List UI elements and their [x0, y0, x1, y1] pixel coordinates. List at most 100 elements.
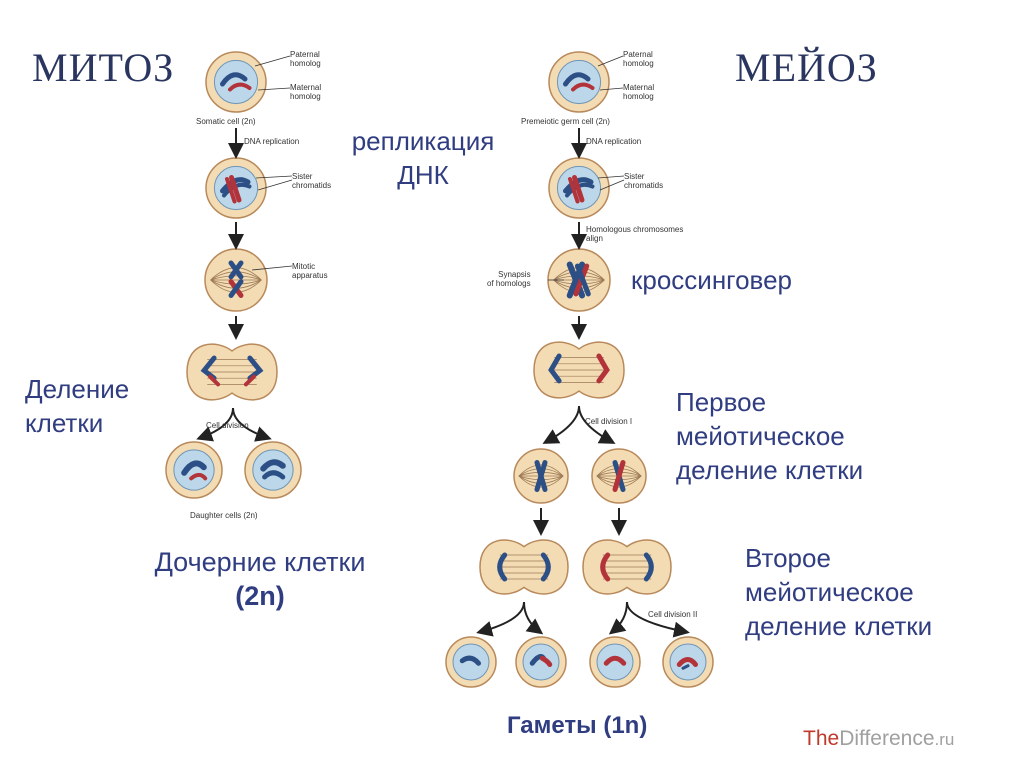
leader-line — [254, 55, 291, 67]
label-line: Sister — [624, 172, 645, 181]
chromosome — [540, 552, 551, 582]
first-meiotic-line2: мейотическое — [676, 421, 845, 451]
label-line: chromatids — [624, 181, 664, 190]
replication-label-line2: ДНК — [397, 160, 449, 190]
spindle-fiber — [518, 464, 564, 477]
spindle-fiber — [518, 475, 564, 488]
leader-line — [599, 179, 625, 191]
label-line: Homologous chromosomes — [586, 225, 684, 234]
metaphase-cell-mitosis — [204, 248, 268, 312]
synapsis-label: Synapsis of homologs — [487, 270, 531, 288]
meiosis-2-cell-left — [513, 448, 569, 504]
label-line: of homologs — [487, 279, 531, 288]
daughter-cells-2n-label: Daughter cells (2n) — [190, 511, 258, 520]
chromosome — [612, 460, 626, 492]
chromosome — [220, 177, 251, 194]
chromosome — [262, 470, 286, 480]
synapsis-cell — [547, 248, 611, 312]
meiosis-title: МЕЙОЗ — [735, 45, 878, 90]
branch-arrow-right — [523, 601, 544, 635]
second-meiotic-line1: Второе — [745, 543, 831, 573]
second-meiotic-line2: мейотическое — [745, 577, 914, 607]
premeiotic-cell-label: Premeiotic germ cell (2n) — [521, 117, 610, 126]
branch-arrow-right — [232, 407, 272, 442]
cell-division-label-line1: Деление — [25, 374, 130, 404]
spindle-fiber — [210, 279, 262, 285]
nucleus — [252, 449, 294, 491]
mitosis-title: МИТОЗ — [32, 45, 175, 90]
mitosis-maternal-homolog-label: Maternal homolog — [290, 83, 321, 101]
chromosome — [548, 353, 562, 384]
meiosis-sister-chromatids-label: Sister chromatids — [624, 172, 663, 190]
branch-arrow-left — [542, 405, 580, 444]
label-line: homolog — [623, 92, 654, 101]
meiosis-2-cell-right — [591, 448, 647, 504]
cell-division-1-label: Cell division I — [585, 417, 633, 426]
cell-division-2-label: Cell division II — [648, 610, 698, 619]
cell-division-label-line2: клетки — [25, 408, 104, 438]
watermark-ru: .ru — [934, 730, 955, 749]
replication-label-line1: репликация — [351, 126, 495, 156]
leader-line — [597, 55, 624, 67]
leader-line — [257, 87, 291, 91]
anaphase-cell-meiosis-1 — [533, 341, 625, 399]
chromosome — [539, 655, 553, 667]
label-line: Paternal — [290, 50, 320, 59]
anaphase-cell-meiosis-2-left — [479, 539, 569, 595]
label-line: chromatids — [292, 181, 332, 190]
anaphase-cell-meiosis-2-right — [582, 539, 672, 595]
gamete-4 — [662, 636, 714, 688]
daughter-cells-line1: Дочерние клетки — [154, 547, 366, 577]
chromosome — [563, 177, 594, 194]
branch-arrow-left — [476, 601, 525, 637]
daughter-cell-right — [244, 441, 302, 499]
mitosis-paternal-homolog-label: Paternal homolog — [290, 50, 321, 68]
chromosome — [181, 460, 207, 476]
spindle-fiber — [596, 475, 642, 488]
mitosis-dna-replication-label: DNA replication — [244, 137, 300, 146]
chromosome — [568, 177, 580, 204]
chromosome — [228, 260, 244, 280]
chromosome — [571, 82, 595, 92]
chromosome — [497, 552, 508, 582]
chromosome — [574, 263, 591, 297]
label-line: homolog — [290, 59, 321, 68]
mitosis-sister-chromatids-label: Sister chromatids — [292, 172, 331, 190]
chromosome — [228, 82, 252, 92]
chromosome — [225, 177, 237, 204]
label-line: Synapsis — [498, 270, 531, 279]
somatic-cell-label: Somatic cell (2n) — [196, 117, 256, 126]
anaphase-cell-mitosis — [186, 343, 278, 401]
leader-line — [255, 175, 293, 179]
label-line: Maternal — [623, 83, 655, 92]
mitotic-apparatus-label: Mitotic apparatus — [292, 262, 328, 280]
chromosome — [676, 657, 698, 667]
chromosome — [220, 72, 248, 87]
chromosome — [563, 72, 591, 87]
chromosome — [208, 374, 221, 387]
label-line: Sister — [292, 172, 313, 181]
nucleus — [452, 643, 490, 681]
daughter-cells-label: Дочерние клетки (2n) — [110, 545, 410, 613]
cell-division-label: Деление клетки — [25, 372, 129, 440]
chromosome — [600, 552, 611, 582]
label-line: homolog — [290, 92, 321, 101]
chromosome — [228, 279, 244, 298]
label-line: Maternal — [290, 83, 322, 92]
second-meiotic-line3: деление клетки — [745, 611, 933, 641]
leader-line — [257, 179, 293, 191]
leader-line — [597, 175, 625, 179]
chromosome — [229, 175, 242, 203]
chromosome — [243, 374, 256, 387]
chromosome — [643, 552, 654, 582]
homologous-align-label: Homologous chromosomes align — [586, 225, 683, 243]
label-line: apparatus — [292, 271, 328, 280]
meiosis-maternal-homolog-label: Maternal homolog — [623, 83, 654, 101]
leader-line — [599, 87, 624, 91]
first-meiotic-division-label: Первое мейотическое деление клетки — [676, 385, 863, 487]
nucleus — [556, 59, 602, 105]
meiosis-dna-replication-label: DNA replication — [586, 137, 642, 146]
nucleus — [173, 449, 215, 491]
spindle-fiber — [596, 464, 642, 477]
chromosome — [459, 655, 481, 666]
